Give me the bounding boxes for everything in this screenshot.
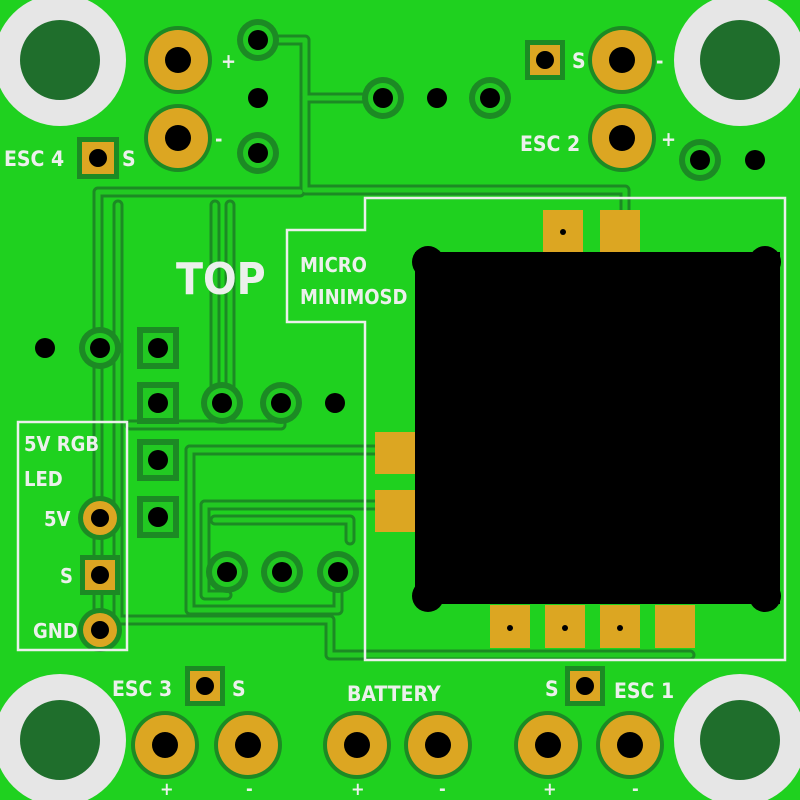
mounting-hole-top-right — [674, 0, 800, 126]
mounting-hole-top-left — [0, 0, 126, 126]
led-5v-label: 5V — [44, 507, 71, 531]
esc3-minus-label: - — [246, 779, 253, 800]
mounting-hole-bottom-left — [0, 674, 126, 800]
esc1-minus-label: - — [632, 779, 639, 800]
led-s-label: S — [60, 564, 73, 588]
osd-outline — [285, 196, 787, 662]
mounting-hole-bottom-right — [674, 674, 800, 800]
esc2-plus-label: + — [661, 127, 676, 151]
smd-pads — [375, 210, 695, 648]
esc4-label: ESC 4 — [4, 147, 64, 171]
battery-label: BATTERY — [347, 682, 441, 706]
osd-chip — [412, 246, 781, 612]
esc1-signal-label: S — [545, 677, 559, 701]
esc1-label: ESC 1 — [614, 679, 674, 703]
through-hole-pads — [77, 26, 664, 779]
esc4-plus-label: + — [221, 49, 236, 73]
osd-label-line2: MINIMOSD — [300, 285, 407, 309]
vias — [35, 19, 765, 593]
esc3-plus-label: + — [160, 779, 174, 800]
silkscreen-labels: TOP MICRO MINIMOSD ESC 4 S + - S - ESC 2… — [4, 49, 676, 800]
osd-label-line1: MICRO — [300, 253, 367, 277]
led-outline — [16, 420, 129, 652]
led-label-line2: LED — [24, 467, 63, 491]
esc2-label: ESC 2 — [520, 132, 580, 156]
esc3-label: ESC 3 — [112, 677, 172, 701]
battery-minus-label: - — [439, 779, 446, 800]
led-gnd-label: GND — [33, 619, 78, 643]
esc4-minus-label: - — [215, 127, 222, 151]
esc2-minus-label: - — [656, 49, 663, 73]
esc3-signal-label: S — [232, 677, 246, 701]
battery-plus-label: + — [351, 779, 365, 800]
silkscreen-outlines — [16, 196, 787, 662]
led-label-line1: 5V RGB — [24, 432, 99, 456]
esc1-plus-label: + — [543, 779, 557, 800]
esc2-signal-label: S — [572, 49, 586, 73]
top-label: TOP — [176, 254, 266, 305]
esc4-signal-label: S — [122, 147, 136, 171]
